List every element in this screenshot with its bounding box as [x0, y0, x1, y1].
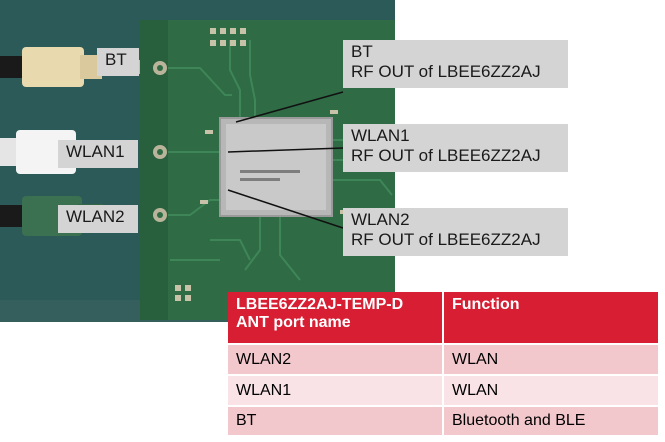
callout-pointers [227, 91, 344, 229]
table-cell-function: WLAN [443, 375, 658, 407]
table-header-function: Function [443, 292, 658, 345]
table-cell-function: Bluetooth and BLE [443, 406, 658, 437]
table-row: WLAN2 WLAN [228, 344, 658, 376]
wlan2-port-label: WLAN2 [58, 205, 138, 233]
rf-module-face [226, 124, 326, 210]
wlan2-callout: WLAN2 RF OUT of LBEE6ZZ2AJ [343, 208, 568, 256]
table-row: BT Bluetooth and BLE [228, 406, 658, 437]
pcb-components [175, 28, 348, 301]
bt-callout: BT RF OUT of LBEE6ZZ2AJ [343, 40, 568, 88]
bt-port-label-text: BT [105, 50, 127, 69]
rf-module-marking [240, 170, 300, 181]
wlan1-port-label-text: WLAN1 [66, 142, 125, 161]
bt-port-label: BT [97, 48, 139, 76]
wlan1-callout-desc: RF OUT of LBEE6ZZ2AJ [351, 146, 541, 165]
table-cell-port: WLAN1 [228, 375, 444, 407]
bt-callout-title: BT [351, 42, 373, 61]
table-cell-port: WLAN2 [228, 344, 444, 376]
wlan1-callout: WLAN1 RF OUT of LBEE6ZZ2AJ [343, 124, 568, 172]
wlan2-callout-title: WLAN2 [351, 210, 410, 229]
wlan1-port-label: WLAN1 [58, 140, 138, 168]
table-header-port-line2: ANT port name [236, 314, 351, 331]
wlan2-callout-desc: RF OUT of LBEE6ZZ2AJ [351, 230, 541, 249]
table-row: WLAN1 WLAN [228, 375, 658, 407]
wlan2-port-label-text: WLAN2 [66, 207, 125, 226]
table-header-row: LBEE6ZZ2AJ-TEMP-D ANT port name Function [228, 292, 658, 345]
table-header-port-line1: LBEE6ZZ2AJ-TEMP-D [236, 296, 404, 313]
ant-port-table: LBEE6ZZ2AJ-TEMP-D ANT port name Function… [228, 292, 658, 437]
wlan1-callout-title: WLAN1 [351, 126, 410, 145]
bt-callout-desc: RF OUT of LBEE6ZZ2AJ [351, 62, 541, 81]
table-cell-port: BT [228, 406, 444, 437]
connector-pads [153, 61, 167, 222]
table-cell-function: WLAN [443, 344, 658, 376]
table-header-port: LBEE6ZZ2AJ-TEMP-D ANT port name [228, 292, 444, 345]
